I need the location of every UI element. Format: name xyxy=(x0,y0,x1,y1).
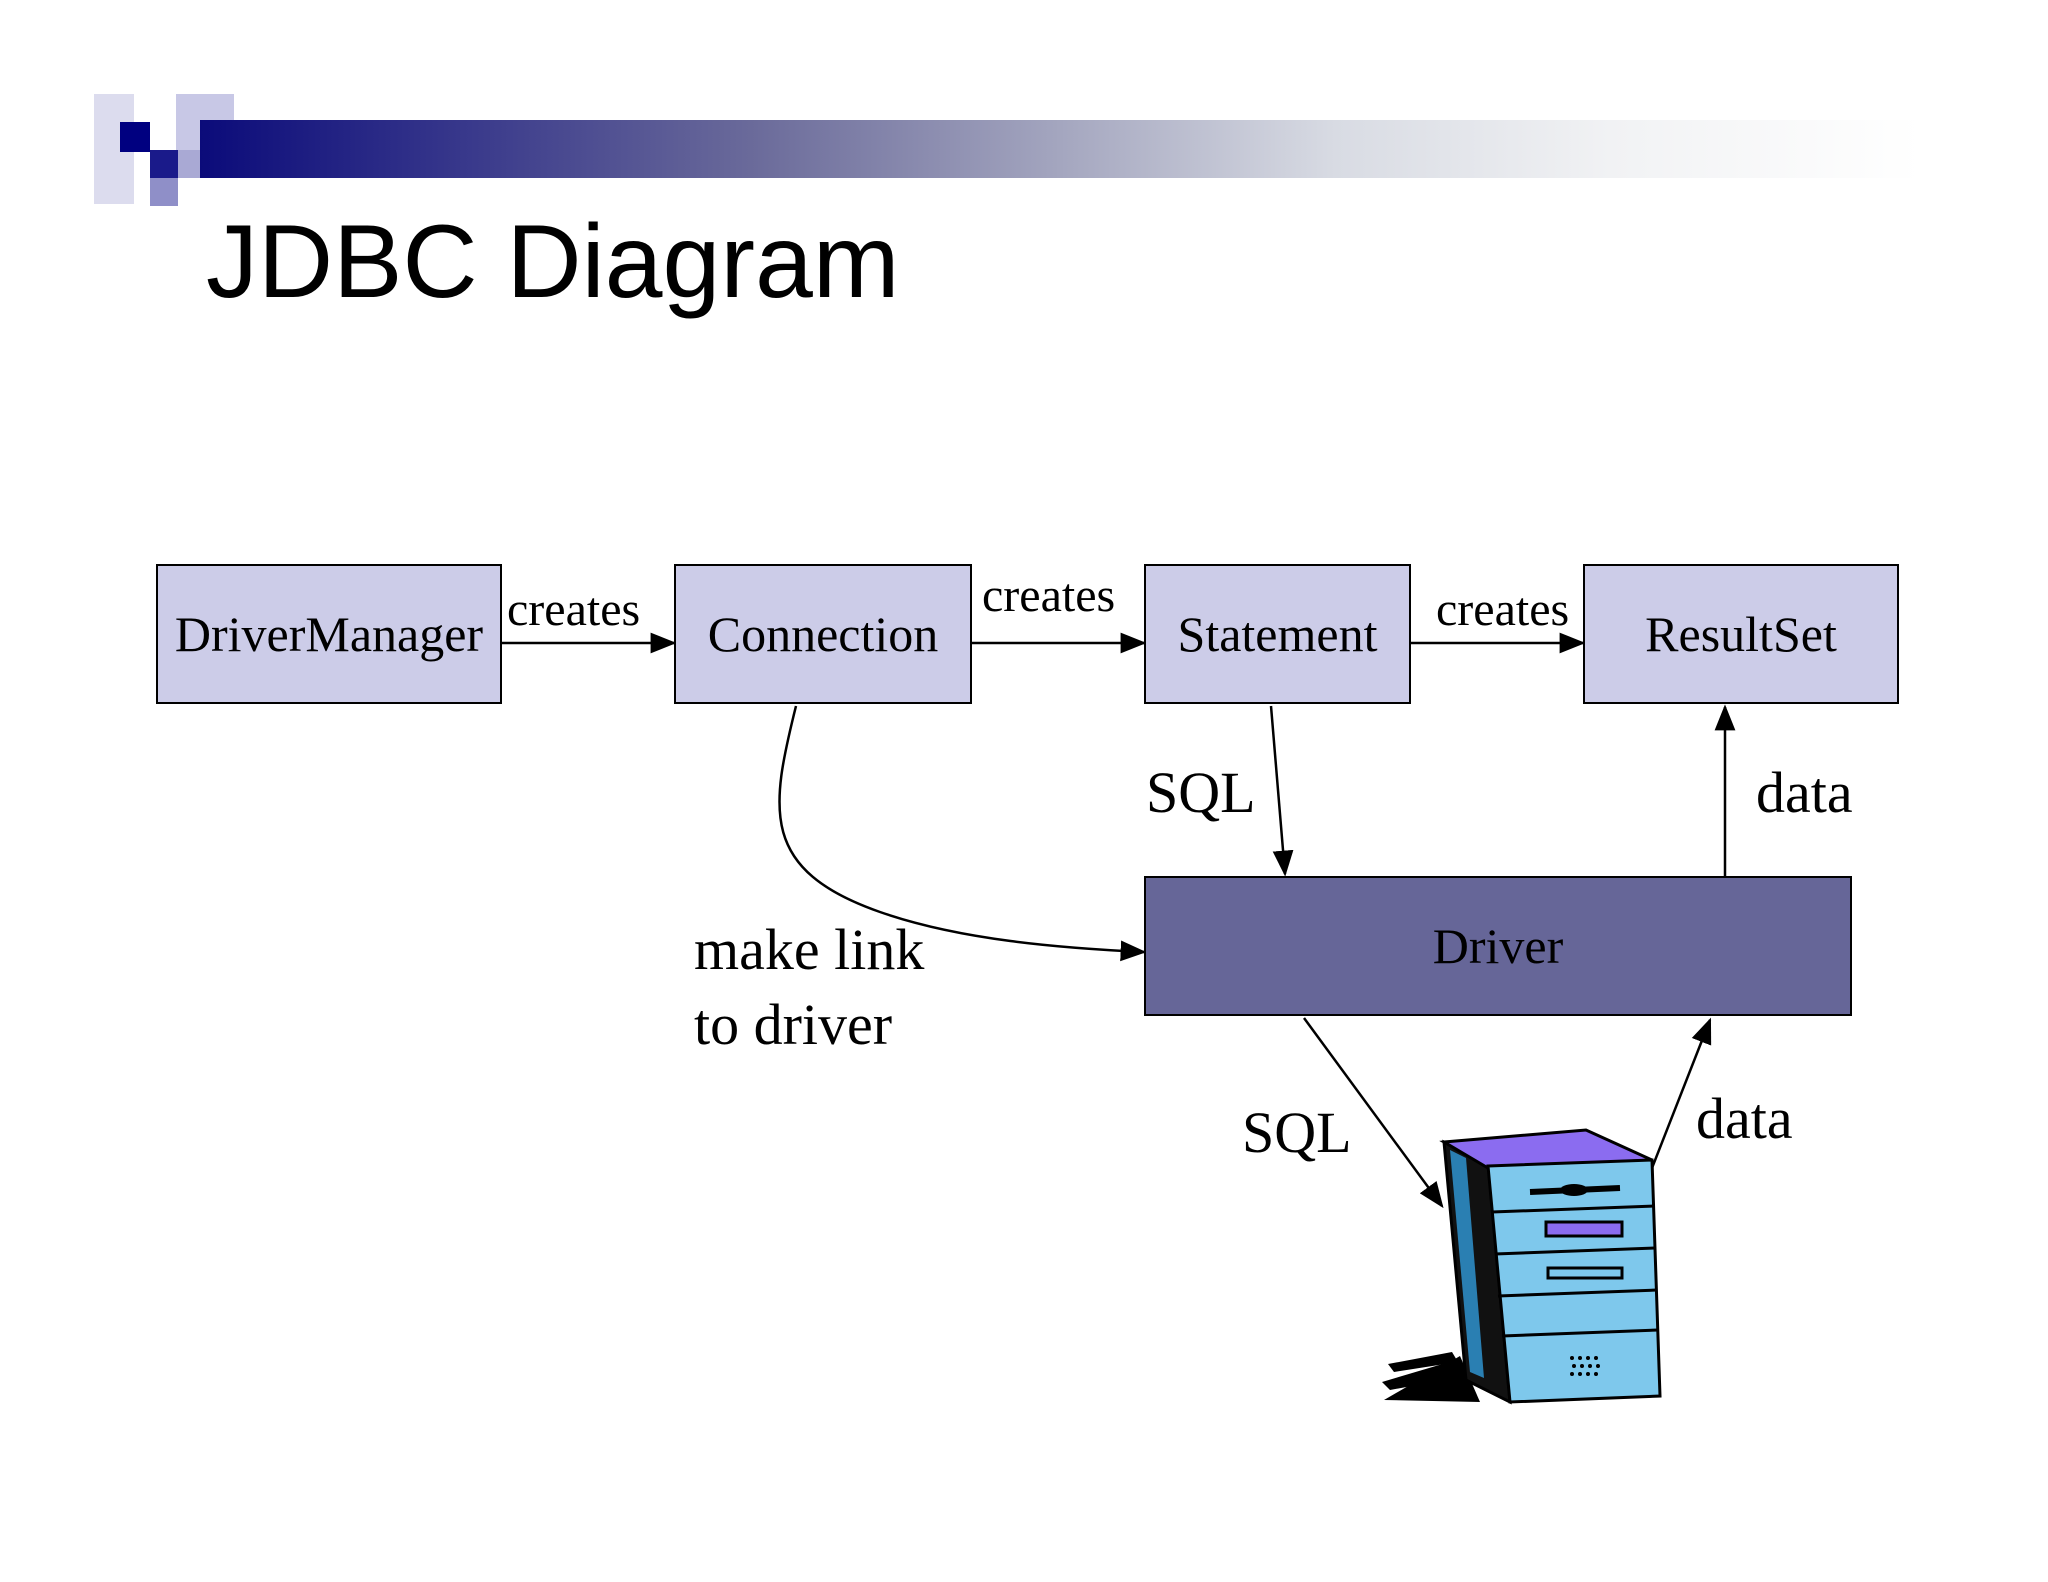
node-label: Connection xyxy=(707,606,939,662)
edge-label-statement-resultset: creates xyxy=(1436,583,1570,636)
edge-label-connection-statement: creates xyxy=(982,569,1116,622)
node-connection: Connection xyxy=(674,564,972,704)
edge-driver-to-database xyxy=(1302,1017,1444,1209)
edge-label-statement-driver: SQL xyxy=(1146,760,1256,825)
node-label: Statement xyxy=(1177,606,1378,662)
edge-label-driver-resultset: data xyxy=(1756,760,1853,825)
edge-label-database-driver: data xyxy=(1696,1086,1793,1151)
edge-label-dm-connection: creates xyxy=(507,583,641,636)
edge-label-driver-database: SQL xyxy=(1242,1100,1352,1165)
node-label: Driver xyxy=(1432,918,1564,974)
node-driver-manager: DriverManager xyxy=(156,564,502,704)
edge-label-line: make link xyxy=(694,917,925,982)
edge-database-to-driver xyxy=(1650,1017,1712,1169)
slide-title: JDBC Diagram xyxy=(206,204,900,320)
edge-label-line: to driver xyxy=(694,992,893,1058)
node-driver: Driver xyxy=(1144,876,1852,1016)
node-label: DriverManager xyxy=(174,606,484,662)
edge-statement-to-driver xyxy=(1269,705,1294,877)
edge-label-connection-driver: make link to driver xyxy=(694,912,924,1063)
node-statement: Statement xyxy=(1144,564,1411,704)
edge-connection-to-driver xyxy=(778,705,1147,962)
node-label: ResultSet xyxy=(1645,606,1837,662)
title-banner xyxy=(200,120,1920,178)
node-result-set: ResultSet xyxy=(1583,564,1899,704)
